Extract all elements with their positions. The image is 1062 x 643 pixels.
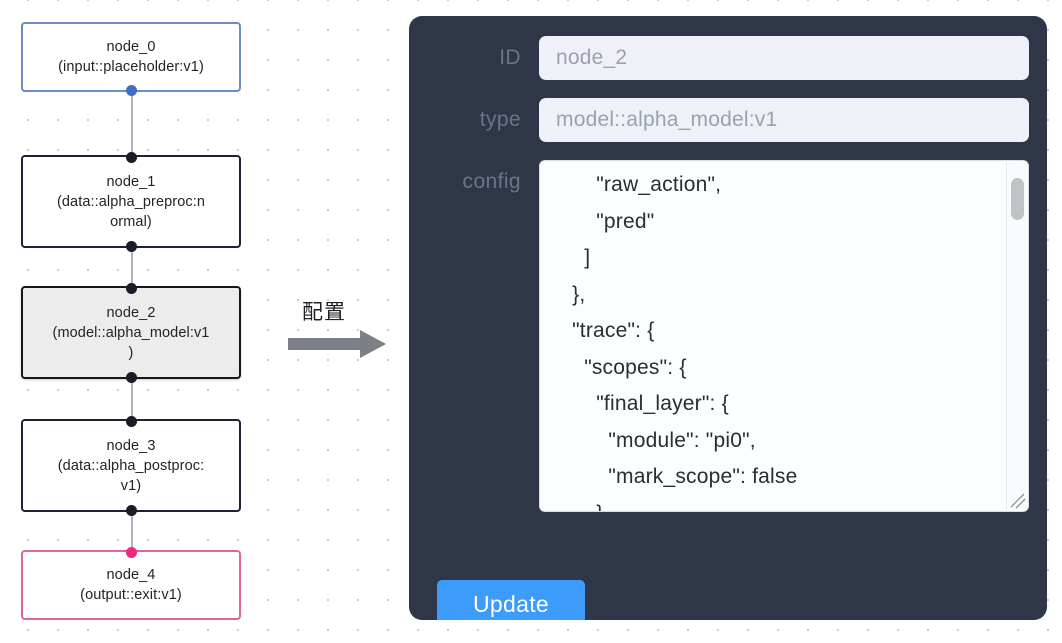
node-port-target-icon[interactable] xyxy=(125,546,137,558)
flow-node-label: node_4 (output::exit:v1) xyxy=(80,567,182,603)
node-port-source-icon[interactable] xyxy=(125,240,137,252)
flow-node-node_4[interactable]: node_4 (output::exit:v1) xyxy=(21,546,241,620)
node-port-target-icon[interactable] xyxy=(125,415,137,427)
flow-node-node_0[interactable]: node_0 (input::placeholder:v1) xyxy=(21,22,241,96)
field-row-config: config "raw_action", "pred" ] }, "trace"… xyxy=(427,160,1029,512)
field-row-id: ID xyxy=(427,36,1029,80)
node-port-target-icon[interactable] xyxy=(125,282,137,294)
page-bottom-strip xyxy=(0,632,1062,643)
node-port-source-icon[interactable] xyxy=(125,504,137,516)
arrow-caption-label: 配置 xyxy=(302,300,346,324)
node-config-panel: ID type config "raw_action", "pred" ] },… xyxy=(409,16,1047,620)
flow-node-label: node_0 (input::placeholder:v1) xyxy=(58,39,204,75)
flow-node-label: node_3 (data::alpha_postproc: v1) xyxy=(57,437,205,494)
update-button[interactable]: Update xyxy=(437,580,585,620)
config-textarea[interactable]: "raw_action", "pred" ] }, "trace": { "sc… xyxy=(539,160,1029,512)
type-input[interactable] xyxy=(539,98,1029,142)
edge-node0-node1 xyxy=(131,88,133,158)
flow-node-node_2[interactable]: node_2 (model::alpha_model:v1 ) xyxy=(21,282,241,383)
flow-node-node_3[interactable]: node_3 (data::alpha_postproc: v1) xyxy=(21,415,241,516)
flow-node-node_1[interactable]: node_1 (data::alpha_preproc:n ormal) xyxy=(21,151,241,252)
config-field-label: config xyxy=(462,170,521,193)
field-row-type: type xyxy=(427,98,1029,142)
type-field-label: type xyxy=(479,108,521,131)
id-field-label: ID xyxy=(499,46,521,69)
edge-node2-node3 xyxy=(131,376,133,421)
config-scrollbar-thumb[interactable] xyxy=(1011,178,1024,220)
node-port-source-icon[interactable] xyxy=(125,84,137,96)
flow-node-label: node_2 (model::alpha_model:v1 ) xyxy=(52,304,210,361)
right-arrow-icon xyxy=(288,330,386,358)
config-arrow-group: 配置 xyxy=(288,296,398,362)
node-port-source-icon[interactable] xyxy=(125,371,137,383)
edge-node1-node2 xyxy=(131,245,133,289)
id-input[interactable] xyxy=(539,36,1029,80)
flow-graph: node_0 (input::placeholder:v1) node_1 (d… xyxy=(0,0,300,632)
node-port-target-icon[interactable] xyxy=(125,151,137,163)
config-scrollbar[interactable] xyxy=(1006,162,1027,510)
config-textarea-wrapper: "raw_action", "pred" ] }, "trace": { "sc… xyxy=(539,160,1029,512)
resize-handle-icon[interactable] xyxy=(1007,490,1027,510)
edge-node3-node4 xyxy=(131,512,133,550)
flow-node-label: node_1 (data::alpha_preproc:n ormal) xyxy=(56,173,206,230)
